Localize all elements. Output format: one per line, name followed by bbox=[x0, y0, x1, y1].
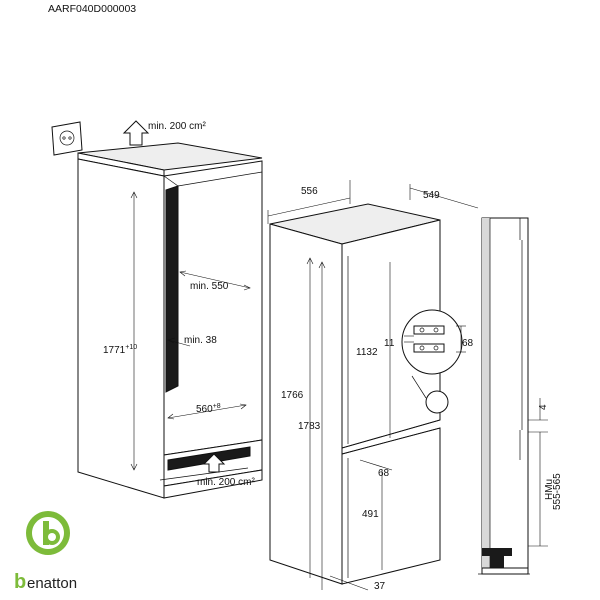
hinge-68-label: 68 bbox=[462, 338, 474, 349]
hinge-11-label: 11 bbox=[384, 338, 395, 349]
niche-depth-label: min. 550 bbox=[190, 281, 229, 292]
logo-text: enatton bbox=[27, 575, 77, 592]
bottom-vent-label: min. 200 cm² bbox=[197, 477, 255, 488]
niche-width-label: 560+8 bbox=[196, 403, 221, 415]
gap-label: min. 38 bbox=[184, 335, 217, 346]
top-vent-label: min. 200 cm² bbox=[148, 121, 206, 132]
appliance-depth-label: 549 bbox=[423, 190, 440, 201]
hinge-detail bbox=[401, 309, 466, 399]
lower-68-label: 68 bbox=[378, 468, 390, 479]
lower-door-label: 491 bbox=[362, 509, 379, 520]
logo-letter: b bbox=[14, 571, 26, 593]
door-gap-detail bbox=[425, 390, 449, 414]
vent-arrow-top-icon bbox=[122, 120, 150, 146]
height-1783-label: 1783 bbox=[298, 421, 321, 432]
side-profile: 4 HMu 555-565 bbox=[478, 217, 563, 575]
hmu-label: HMu bbox=[544, 479, 555, 500]
upper-door-label: 1132 bbox=[356, 347, 378, 358]
socket-icon bbox=[51, 121, 83, 156]
hmu-range-label: 555-565 bbox=[552, 473, 563, 510]
appliance: 556 549 1766 1783 1132 bbox=[267, 180, 479, 592]
document-code: AARF040D000003 bbox=[48, 3, 136, 15]
height-1766-label: 1766 bbox=[281, 390, 304, 401]
benatton-logo: b enatton bbox=[14, 511, 77, 593]
bottom-37-label: 37 bbox=[374, 581, 386, 592]
vent-arrow-bottom-icon bbox=[202, 453, 226, 473]
side-4-label: 4 bbox=[538, 404, 549, 410]
niche-cabinet: min. 200 cm² min. 200 cm² 1771+10 bbox=[51, 120, 263, 499]
niche-height-label: 1771+10 bbox=[103, 344, 137, 356]
appliance-width-label: 556 bbox=[301, 186, 318, 197]
